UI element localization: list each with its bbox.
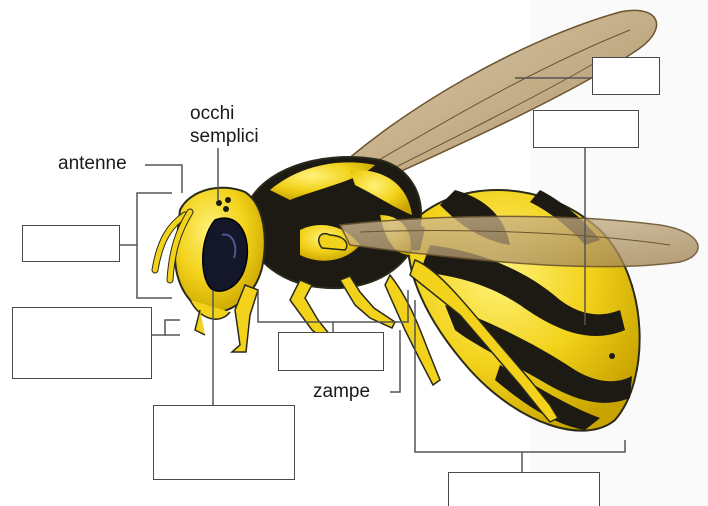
simple-eyes-label-line2: semplici bbox=[190, 126, 259, 148]
answer-box-7[interactable] bbox=[448, 472, 600, 506]
answer-box-6[interactable] bbox=[533, 110, 639, 148]
answer-box-4[interactable] bbox=[278, 332, 384, 371]
answer-box-1[interactable] bbox=[22, 225, 120, 262]
answer-box-5[interactable] bbox=[592, 57, 660, 95]
legs-label: zampe bbox=[313, 381, 370, 403]
simple-eyes-label-line1: occhi bbox=[190, 103, 234, 125]
antennae-label: antenne bbox=[58, 153, 127, 175]
answer-box-2[interactable] bbox=[12, 307, 152, 379]
answer-box-3[interactable] bbox=[153, 405, 295, 480]
